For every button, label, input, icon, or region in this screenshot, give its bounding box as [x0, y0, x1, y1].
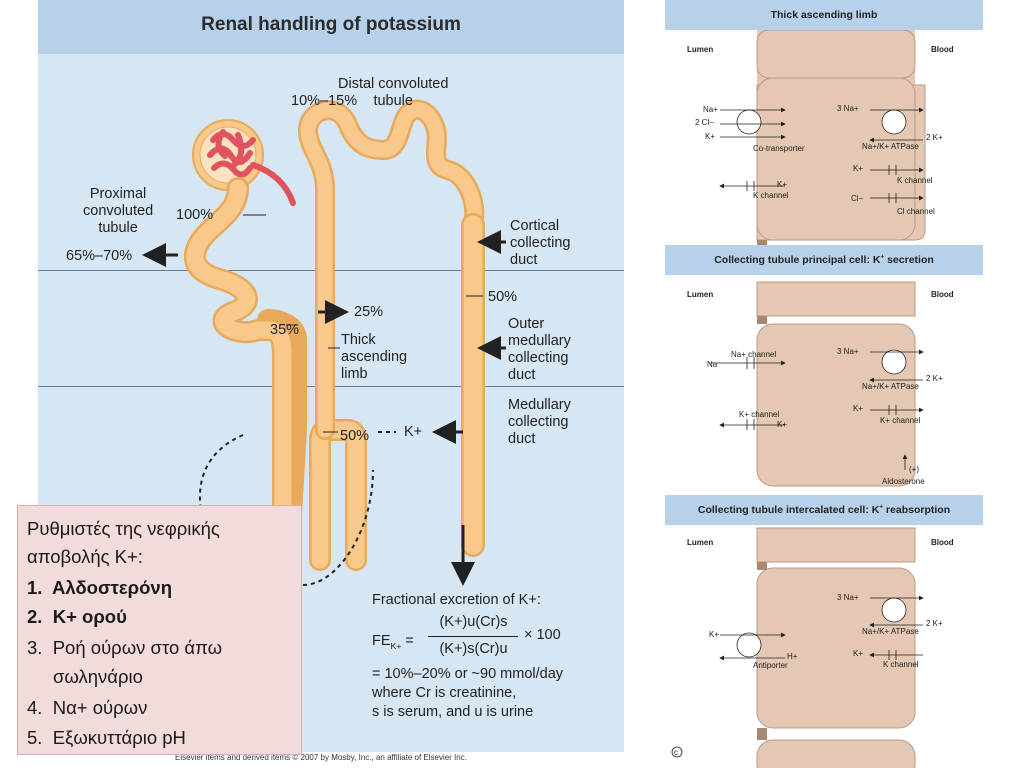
- label-pct-50-bottom: 50%: [340, 428, 370, 444]
- tal-cell: [756, 77, 916, 241]
- fe-numerator: (K+)u(Cr)s: [439, 614, 508, 630]
- p1-k: K+: [705, 132, 716, 141]
- copyright-text: Elsevier items and derived items © 2007 …: [175, 753, 467, 762]
- label-proximal-tubule: Proximal convoluted tubule: [83, 186, 154, 236]
- p1-k2: 2 K+: [926, 133, 943, 142]
- p3-k2: 2 K+: [926, 619, 943, 628]
- panel-1-lumen: Lumen: [687, 45, 714, 54]
- p1-atpase: Na+/K+ ATPase: [862, 142, 919, 151]
- p3-na3: 3 Na+: [837, 593, 859, 602]
- label-kplus: K+: [404, 424, 423, 440]
- panel-3-lumen: Lumen: [687, 538, 714, 547]
- panel-1-blood: Blood: [931, 45, 954, 54]
- label-pct-50-top: 50%: [488, 289, 518, 305]
- panel-3-title: Collecting tubule intercalated cell: K+ …: [665, 495, 983, 525]
- p3-k-right: K+: [853, 649, 864, 658]
- p2-aldosterone: Aldosterone: [882, 477, 925, 486]
- p1-cl: 2 Cl−: [695, 118, 714, 127]
- p3-antiporter: Antiporter: [753, 661, 788, 670]
- regulator-item: 5. Εξωκυττάριο pH: [27, 727, 186, 748]
- regulators-heading-2: αποβολής Κ+:: [27, 546, 143, 567]
- p1-k-channel-left: K channel: [753, 191, 789, 200]
- panel-3-blood: Blood: [931, 538, 954, 547]
- copyright-symbol: c: [674, 748, 678, 757]
- p1-k-right: K+: [853, 164, 864, 173]
- fe-result-3: s is serum, and u is urine: [372, 704, 534, 720]
- panel-2-title: Collecting tubule principal cell: K+ sec…: [665, 245, 983, 275]
- p1-k-left: K+: [777, 180, 788, 189]
- panel-2-blood: Blood: [931, 290, 954, 299]
- label-thick-limb: Thick ascending limb: [341, 332, 408, 382]
- p1-cotransporter: Co-transporter: [753, 144, 805, 153]
- p2-na3: 3 Na+: [837, 347, 859, 356]
- cell-drawing: [671, 29, 926, 768]
- regulators-heading-1: Ρυθμιστές της νεφρικής: [27, 518, 220, 539]
- label-distal-tubule: Distal convoluted tubule: [338, 76, 449, 109]
- principal-cell: [756, 323, 916, 487]
- p1-na: Na+: [703, 105, 718, 114]
- label-pct-100: 100%: [176, 207, 214, 223]
- p2-k-channel-left: K+ channel: [739, 410, 780, 419]
- p2-na: Na: [707, 360, 718, 369]
- cell-transport-figure: Thick ascending limb Lumen Blood Na+ 2 C…: [665, 0, 983, 768]
- fe-result-2: where Cr is creatinine,: [372, 685, 517, 701]
- label-outer-medullary-duct: Outer medullary collecting duct: [508, 316, 571, 383]
- fe-lhs: FEK+ =: [372, 633, 414, 651]
- p2-atpase: Na+/K+ ATPase: [862, 382, 919, 391]
- regulator-item: 2. Κ+ ορού: [27, 606, 127, 627]
- figure-header: [38, 0, 624, 54]
- regulators-box: Ρυθμιστές της νεφρικής αποβολής Κ+: 1. Α…: [17, 505, 302, 755]
- regulator-item: 4. Να+ ούρων: [27, 697, 148, 718]
- p1-cl-channel: Cl channel: [897, 207, 935, 216]
- fraction-bar: [428, 636, 518, 637]
- p2-k-right: K+: [853, 404, 864, 413]
- p1-cl-right: Cl−: [851, 194, 864, 203]
- panel-1-title: Thick ascending limb: [665, 0, 983, 30]
- fe-result-1: = 10%–20% or ~90 mmol/day: [372, 666, 564, 682]
- fractional-title: Fractional excretion of K+:: [372, 592, 541, 608]
- glomerulus: [207, 129, 296, 206]
- label-medullary-duct: Medullary collecting duct: [508, 397, 571, 447]
- p3-k-channel: K channel: [883, 660, 919, 669]
- label-pct-65-70: 65%–70%: [66, 248, 133, 264]
- p2-k-channel-right: K+ channel: [880, 416, 921, 425]
- regulator-item-continued: σωληνάριο: [53, 666, 143, 687]
- figure-title: Renal handling of potassium: [201, 14, 461, 35]
- label-cortical-duct: Cortical collecting duct: [510, 218, 571, 268]
- regulator-item: 3. Ροή ούρων στο άπω: [27, 637, 223, 658]
- p2-plus: (+): [909, 465, 919, 474]
- panel-2-lumen: Lumen: [687, 290, 714, 299]
- fe-times: × 100: [524, 627, 561, 643]
- p3-atpase: Na+/K+ ATPase: [862, 627, 919, 636]
- label-pct-10-15: 10%–15%: [291, 93, 358, 109]
- label-pct-25: 25%: [354, 304, 384, 320]
- nephron-tubule: [183, 99, 485, 576]
- regulator-item: 1. Αλδοστερόνη: [27, 577, 173, 598]
- p3-h: H+: [787, 652, 798, 661]
- p2-k-left: K+: [777, 420, 788, 429]
- intercalated-cell: [756, 567, 916, 729]
- p3-k-left: K+: [709, 630, 720, 639]
- p2-k2: 2 K+: [926, 374, 943, 383]
- label-pct-35: 35%: [270, 322, 300, 338]
- nephron-drawing: [142, 99, 506, 586]
- fe-denominator: (K+)s(Cr)u: [439, 641, 508, 657]
- p1-k-channel-right: K channel: [897, 176, 933, 185]
- p1-na3: 3 Na+: [837, 104, 859, 113]
- p2-na-channel: Na+ channel: [731, 350, 777, 359]
